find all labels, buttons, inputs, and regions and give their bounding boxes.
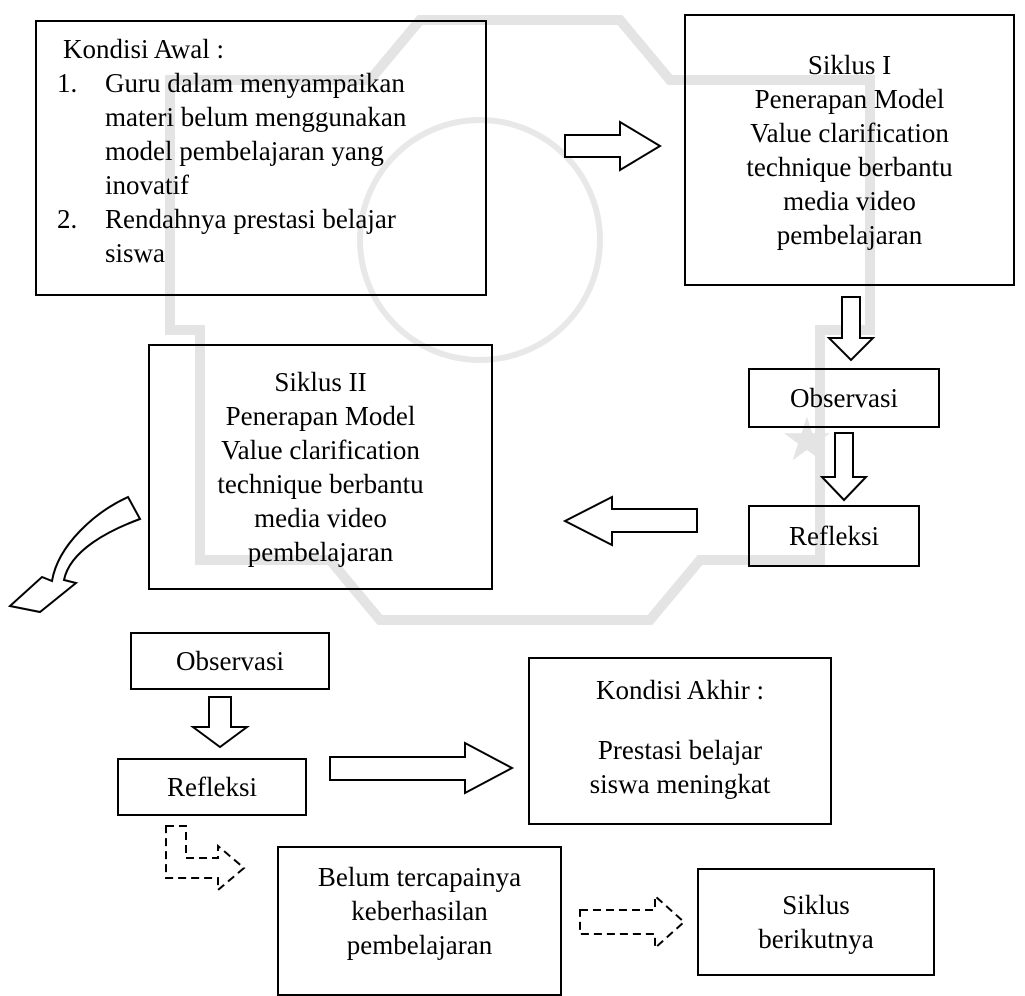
siklus-1-box: Siklus I Penerapan Model Value clarifica… bbox=[684, 14, 1015, 286]
list-item-line: siswa bbox=[105, 238, 165, 268]
siklus-1-line: technique berbantu bbox=[746, 152, 953, 182]
dashed-bend-arrow-icon bbox=[165, 825, 246, 893]
kondisi-awal-title: Kondisi Awal : bbox=[63, 34, 225, 64]
list-item: 1. Guru dalam menyampaikan materi belum … bbox=[37, 66, 475, 202]
list-item-line: inovatif bbox=[105, 170, 189, 200]
belum-line: keberhasilan bbox=[351, 896, 488, 926]
curved-arrow-icon bbox=[7, 495, 142, 614]
observasi-label: Observasi bbox=[176, 646, 284, 676]
siklus-berikutnya-box: Siklus berikutnya bbox=[697, 868, 935, 976]
list-number: 2. bbox=[57, 204, 78, 234]
arrow-down-icon bbox=[189, 696, 251, 749]
arrow-down-icon bbox=[819, 432, 869, 502]
observasi-box-2: Observasi bbox=[130, 632, 330, 690]
kondisi-akhir-line: Prestasi belajar bbox=[597, 735, 763, 765]
siklus-1-line: Penerapan Model bbox=[754, 84, 945, 114]
list-item-line: model pembelajaran yang bbox=[105, 136, 384, 166]
kondisi-akhir-line: siswa meningkat bbox=[589, 769, 771, 799]
kondisi-akhir-box: Kondisi Akhir : Prestasi belajar siswa m… bbox=[528, 657, 832, 825]
observasi-label: Observasi bbox=[790, 383, 898, 413]
arrow-left-icon bbox=[562, 495, 698, 547]
list-item-line: Rendahnya prestasi belajar bbox=[105, 204, 396, 234]
belum-line: Belum tercapainya bbox=[317, 862, 522, 892]
arrow-right-icon bbox=[329, 741, 515, 795]
dashed-arrow-right-icon bbox=[579, 893, 686, 951]
kondisi-awal-box: Kondisi Awal : 1. Guru dalam menyampaika… bbox=[35, 20, 487, 296]
siklus-2-line: Penerapan Model bbox=[225, 401, 416, 431]
siklus-berikutnya-line: Siklus bbox=[782, 890, 850, 920]
belum-tercapai-box: Belum tercapainya keberhasilan pembelaja… bbox=[277, 846, 562, 996]
kondisi-akhir-title: Kondisi Akhir : bbox=[595, 675, 764, 705]
refleksi-label: Refleksi bbox=[167, 772, 257, 802]
siklus-1-line: media video bbox=[783, 186, 916, 216]
siklus-2-line: technique berbantu bbox=[217, 469, 424, 499]
arrow-down-icon bbox=[826, 296, 876, 362]
siklus-2-line: media video bbox=[254, 503, 387, 533]
siklus-1-line: Value clarification bbox=[750, 118, 949, 148]
siklus-1-line: pembelajaran bbox=[776, 220, 923, 250]
list-item: 2. Rendahnya prestasi belajar siswa bbox=[37, 202, 475, 270]
siklus-2-line: Value clarification bbox=[221, 435, 420, 465]
refleksi-box-2: Refleksi bbox=[117, 758, 307, 816]
refleksi-box-1: Refleksi bbox=[748, 505, 920, 567]
list-number: 1. bbox=[57, 68, 78, 98]
siklus-berikutnya-line: berikutnya bbox=[758, 924, 874, 954]
siklus-2-title: Siklus II bbox=[274, 367, 367, 397]
siklus-2-box: Siklus II Penerapan Model Value clarific… bbox=[148, 344, 493, 590]
belum-line: pembelajaran bbox=[346, 930, 493, 960]
list-item-line: Guru dalam menyampaikan bbox=[105, 68, 405, 98]
arrow-right-icon bbox=[564, 120, 662, 172]
siklus-2-line: pembelajaran bbox=[247, 537, 394, 567]
list-item-line: materi belum menggunakan bbox=[105, 102, 407, 132]
siklus-1-title: Siklus I bbox=[807, 50, 892, 80]
observasi-box-1: Observasi bbox=[748, 368, 940, 428]
refleksi-label: Refleksi bbox=[789, 521, 879, 551]
